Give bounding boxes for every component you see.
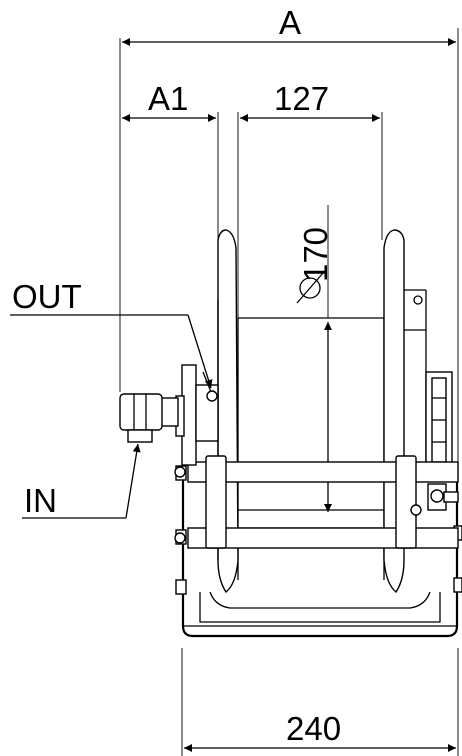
label-out: OUT [12, 278, 82, 315]
label-240: 240 [286, 710, 342, 747]
dimension-127 [237, 112, 383, 320]
diameter-symbol-icon [296, 272, 324, 304]
dimension-a1 [122, 112, 219, 240]
swivel-joint [119, 364, 219, 466]
label-127: 127 [274, 80, 330, 117]
in-port-leader [22, 443, 141, 519]
dimension-a [119, 28, 459, 470]
tie-rods [174, 455, 459, 549]
label-170: 170 [297, 226, 335, 283]
dimension-240 [181, 648, 459, 756]
label-a1: A1 [148, 80, 189, 117]
label-a: A [279, 4, 302, 41]
right-gearbox [425, 371, 459, 511]
label-in: IN [24, 482, 57, 519]
out-port-leader [10, 314, 213, 389]
